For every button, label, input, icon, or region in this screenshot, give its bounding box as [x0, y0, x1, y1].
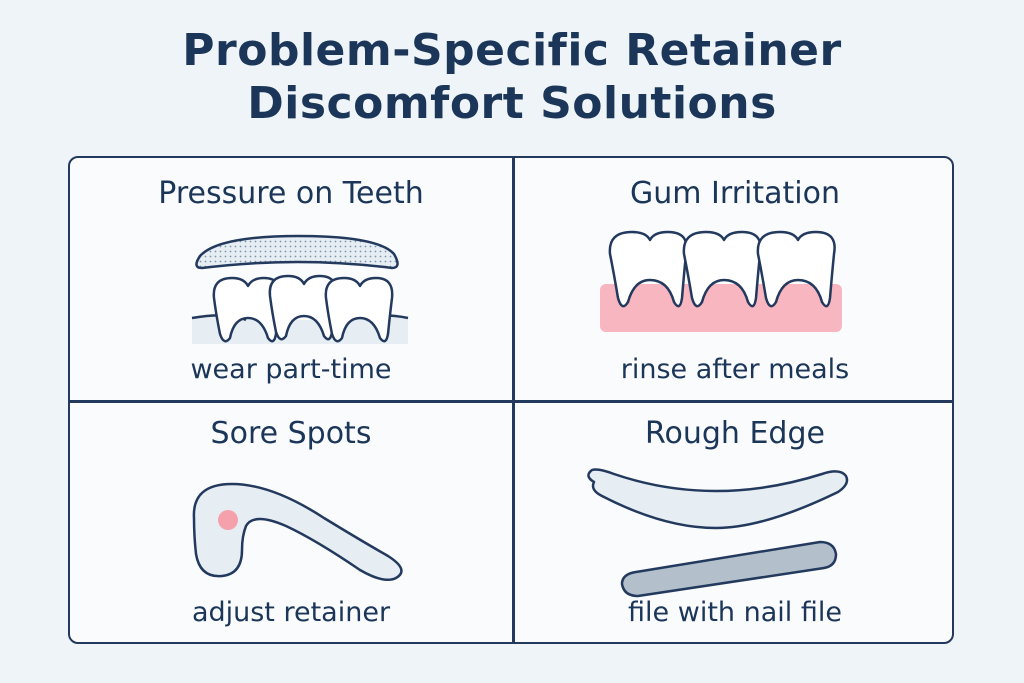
retainer-sore-spot-icon	[192, 482, 403, 581]
retainer-on-teeth-icon	[191, 234, 409, 344]
panel-heading-rough: Rough Edge	[645, 416, 825, 451]
nail-file-icon	[620, 540, 838, 598]
sore-spot-icon	[218, 510, 238, 530]
panel-solution-rough: file with nail file	[628, 597, 842, 628]
panel-solution-sore: adjust retainer	[191, 597, 391, 628]
panel-solution-pressure: wear part-time	[190, 354, 392, 385]
title-line-1: Problem-Specific Retainer	[182, 25, 842, 76]
title-line-2: Discomfort Solutions	[247, 78, 777, 129]
retainer-nail-file-icon	[587, 468, 849, 598]
panel-heading-gum: Gum Irritation	[630, 176, 840, 211]
solutions-grid: Pressure on Teeth wear part-time Gum Irr…	[68, 156, 954, 644]
page-title: Problem-Specific Retainer Discomfort Sol…	[0, 24, 1024, 130]
grid-divider-horizontal	[70, 400, 952, 403]
panel-heading-pressure: Pressure on Teeth	[158, 176, 424, 211]
retainer-strip-icon	[587, 468, 849, 530]
panel-solution-gum: rinse after meals	[620, 354, 850, 385]
teeth-gums-icon	[600, 230, 842, 332]
panel-heading-sore: Sore Spots	[210, 416, 372, 451]
